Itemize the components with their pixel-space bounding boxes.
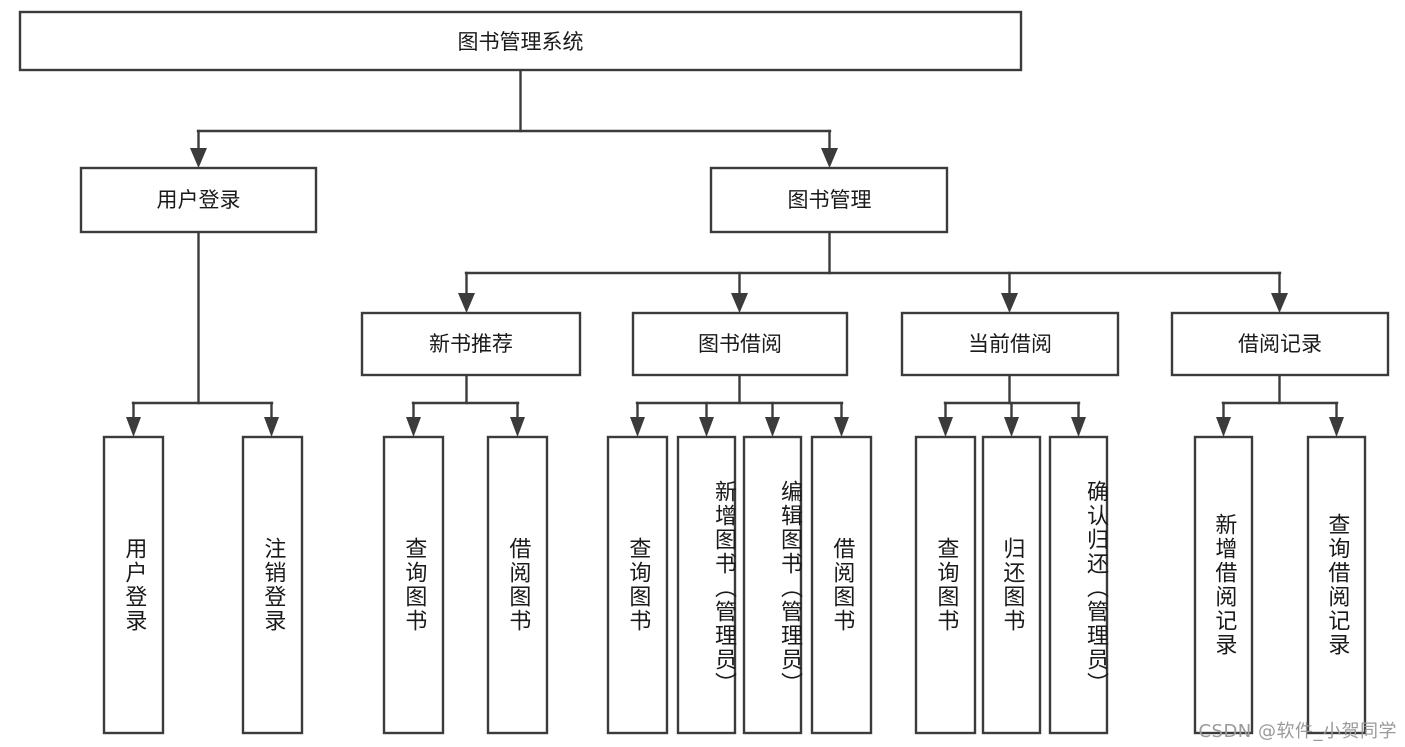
node-book-manage-box[interactable] — [709, 166, 949, 234]
node-root-system-box[interactable] — [18, 10, 1023, 72]
arrowhead-cb-leaf-3 — [1071, 417, 1086, 437]
arrowhead-nb-leaf-1 — [406, 417, 421, 437]
node-root-system-label: 图书管理系统 — [458, 30, 584, 54]
leaf-box-user-login[interactable] — [102, 435, 165, 735]
node-new-book-recommend[interactable]: 新书推荐 — [360, 311, 582, 377]
arrowhead-br-leaf-1 — [1216, 417, 1231, 437]
watermark-label: CSDN @软件_小贺同学 — [1198, 721, 1397, 742]
arrowhead-br-leaf-2 — [1329, 417, 1344, 437]
arrowhead-book-manage — [821, 148, 838, 168]
leaf-box-bb-query-book[interactable] — [606, 435, 669, 735]
node-book-manage[interactable]: 图书管理 — [709, 166, 949, 234]
edge-group-book-manage — [458, 230, 1288, 313]
edge-group-new-book — [406, 373, 525, 437]
leaf-box-cb-return-book[interactable] — [981, 435, 1042, 735]
leaf-box-cb-query-book[interactable] — [914, 435, 977, 735]
arrowhead-cb-leaf-1 — [938, 417, 953, 437]
arrowhead-leaf-user-login — [126, 417, 141, 437]
edge-group-user-login — [126, 230, 279, 437]
node-root-system[interactable]: 图书管理系统 — [18, 10, 1023, 72]
leaf-box-cb-confirm-return[interactable] — [1048, 435, 1109, 735]
leaf-box-nb-borrow-book[interactable] — [486, 435, 549, 735]
node-user-login-box[interactable] — [79, 166, 318, 234]
arrowhead-borrow-record — [1271, 293, 1288, 313]
node-current-borrow-label: 当前借阅 — [968, 332, 1052, 356]
leaf-box-br-add-record[interactable] — [1193, 435, 1254, 735]
leaf-box-logout[interactable] — [241, 435, 304, 735]
arrowhead-bb-leaf-3 — [765, 417, 780, 437]
node-book-borrow[interactable]: 图书借阅 — [631, 311, 849, 377]
node-book-borrow-label: 图书借阅 — [698, 332, 782, 356]
edge-group-book-borrow — [630, 373, 849, 437]
node-borrow-record-box[interactable] — [1170, 311, 1390, 377]
edge-group-current-borrow — [938, 373, 1086, 437]
leaf-boxes-user-login — [102, 435, 304, 735]
leaf-boxes-book-borrow — [606, 435, 873, 735]
node-borrow-record[interactable]: 借阅记录 — [1170, 311, 1390, 377]
arrowhead-bb-leaf-4 — [834, 417, 849, 437]
node-new-book-recommend-label: 新书推荐 — [429, 332, 513, 356]
leaf-box-bb-edit-book[interactable] — [742, 435, 803, 735]
arrowhead-bb-leaf-2 — [699, 417, 714, 437]
arrowhead-current-borrow — [1001, 293, 1018, 313]
leaf-boxes-current-borrow — [914, 435, 1109, 735]
edge-group-borrow-record — [1216, 373, 1344, 437]
node-current-borrow[interactable]: 当前借阅 — [900, 311, 1120, 377]
leaf-boxes-new-book — [382, 435, 549, 735]
leaf-box-bb-add-book[interactable] — [676, 435, 737, 735]
leaf-box-nb-query-book[interactable] — [382, 435, 445, 735]
node-user-login-label: 用户登录 — [157, 188, 241, 212]
node-book-borrow-box[interactable] — [631, 311, 849, 377]
arrowhead-book-borrow — [731, 293, 748, 313]
leaf-box-bb-borrow-book[interactable] — [810, 435, 873, 735]
arrowhead-new-book — [458, 293, 475, 313]
node-current-borrow-box[interactable] — [900, 311, 1120, 377]
edge-group-root — [190, 68, 838, 168]
arrowhead-leaf-logout — [264, 417, 279, 437]
node-book-manage-label: 图书管理 — [788, 188, 872, 212]
arrowhead-user-login — [190, 148, 207, 168]
arrowhead-bb-leaf-1 — [630, 417, 645, 437]
node-new-book-recommend-box[interactable] — [360, 311, 582, 377]
leaf-boxes-borrow-record — [1193, 435, 1367, 735]
arrowhead-cb-leaf-2 — [1004, 417, 1019, 437]
leaf-box-br-query-record[interactable] — [1306, 435, 1367, 735]
node-borrow-record-label: 借阅记录 — [1238, 332, 1322, 356]
arrowhead-nb-leaf-2 — [510, 417, 525, 437]
node-user-login[interactable]: 用户登录 — [79, 166, 318, 234]
